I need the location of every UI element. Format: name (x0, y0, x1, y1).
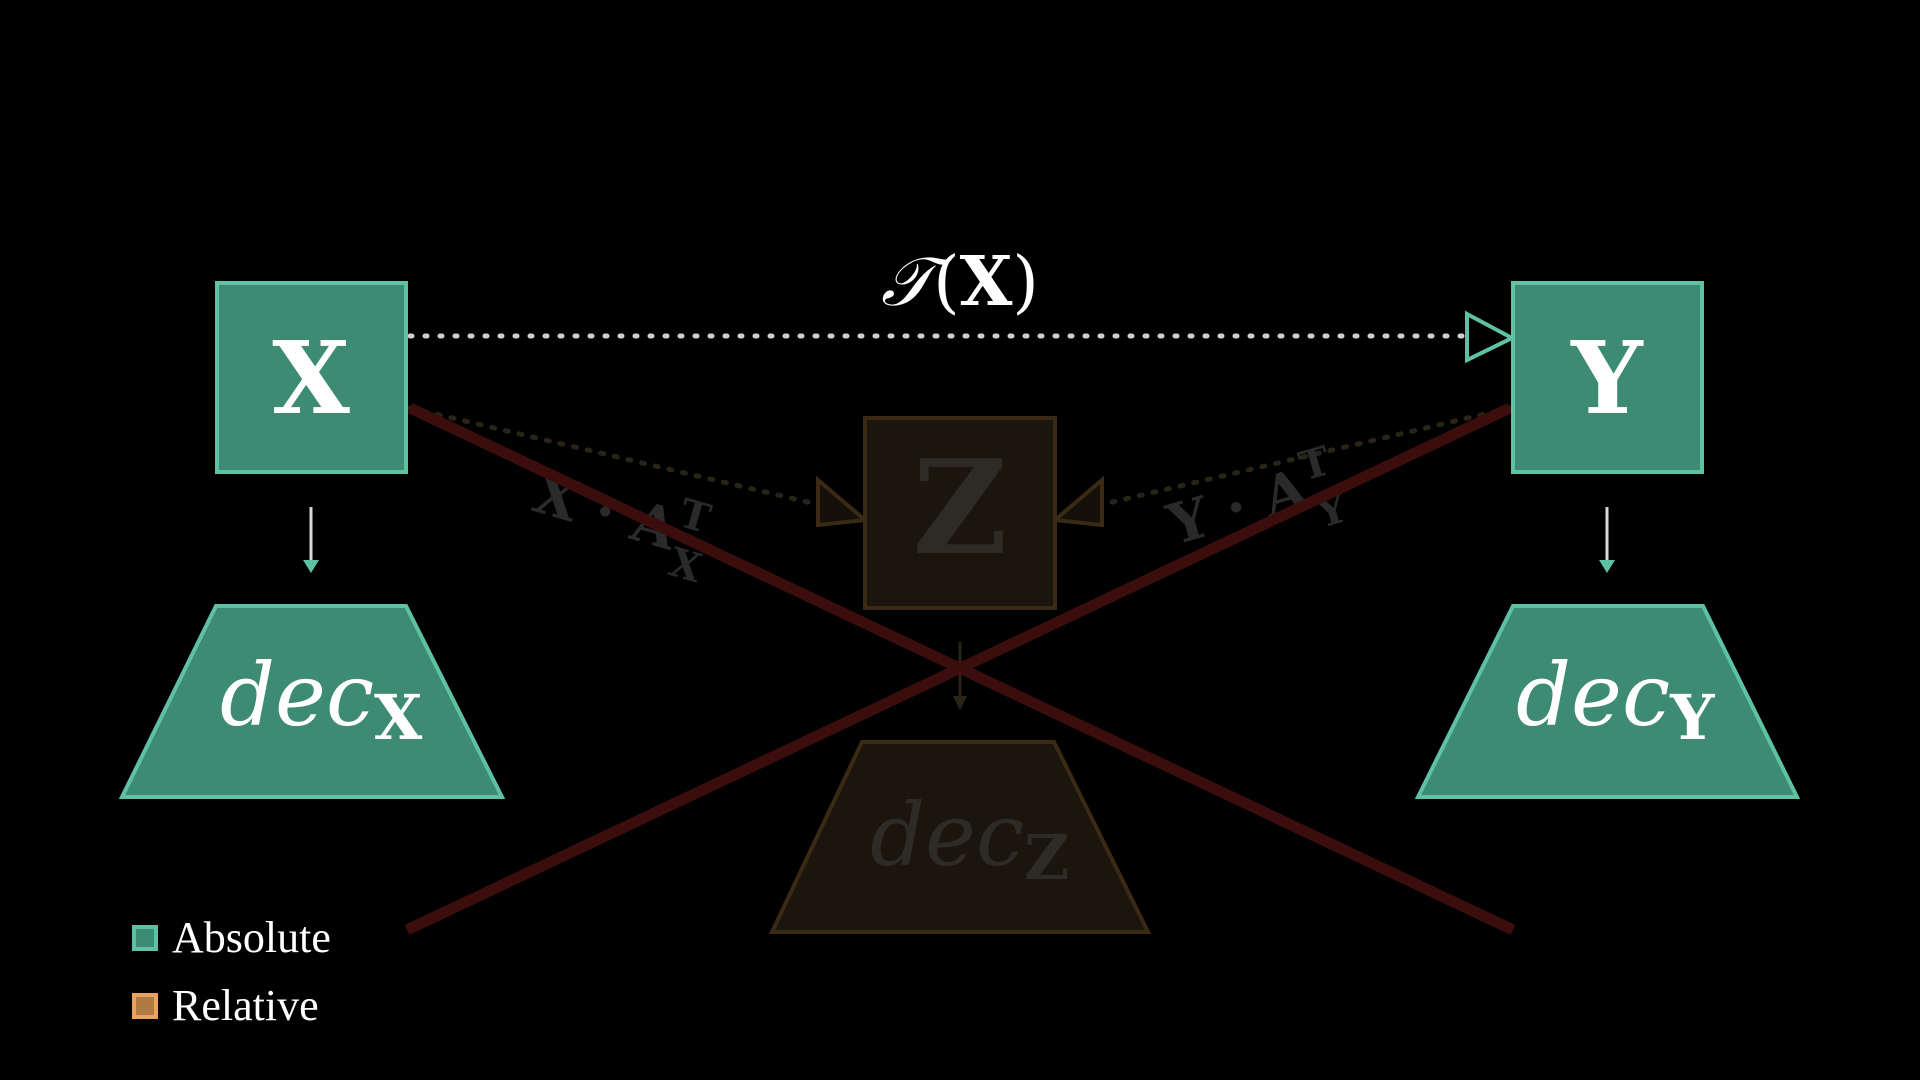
edge-x-to-z (407, 405, 823, 508)
node-x-label: X (272, 319, 350, 437)
arrowhead-z-to-decoder (953, 696, 967, 710)
absolute-swatch-icon (132, 924, 158, 951)
node-y (1511, 281, 1704, 474)
relative-swatch-icon (132, 992, 158, 1019)
relative-branch: Z decZ X · ATX Y · ATY (407, 405, 1513, 934)
arrowhead-y-to-decoder (1599, 560, 1615, 573)
transform-arrowhead (1465, 310, 1517, 364)
node-y-label: Y (1570, 319, 1644, 437)
legend-label-relative: Relative (172, 981, 319, 1030)
decoder-z (768, 740, 1152, 934)
node-z-label: Z (913, 431, 1008, 584)
cross-out-mark (404, 403, 1516, 935)
legend-item-relative: Relative (132, 980, 319, 1031)
decoder-x (118, 604, 506, 799)
transform-label: 𝒯(X) (881, 242, 1039, 322)
decoder-z-label: decZ (870, 786, 1069, 894)
decoder-y-label: decY (1516, 646, 1715, 754)
arrowhead-y-to-z (1050, 475, 1104, 528)
arrowhead-x-to-z (816, 475, 870, 528)
node-x (215, 281, 408, 474)
legend-label-absolute: Absolute (172, 913, 331, 962)
legend-item-absolute: Absolute (132, 912, 331, 963)
node-z (863, 416, 1057, 610)
edge-y-to-z (1097, 405, 1513, 508)
decoder-y (1414, 604, 1801, 799)
arrowhead-x-to-decoder (303, 560, 319, 573)
decoder-x-label: decX (220, 646, 423, 754)
